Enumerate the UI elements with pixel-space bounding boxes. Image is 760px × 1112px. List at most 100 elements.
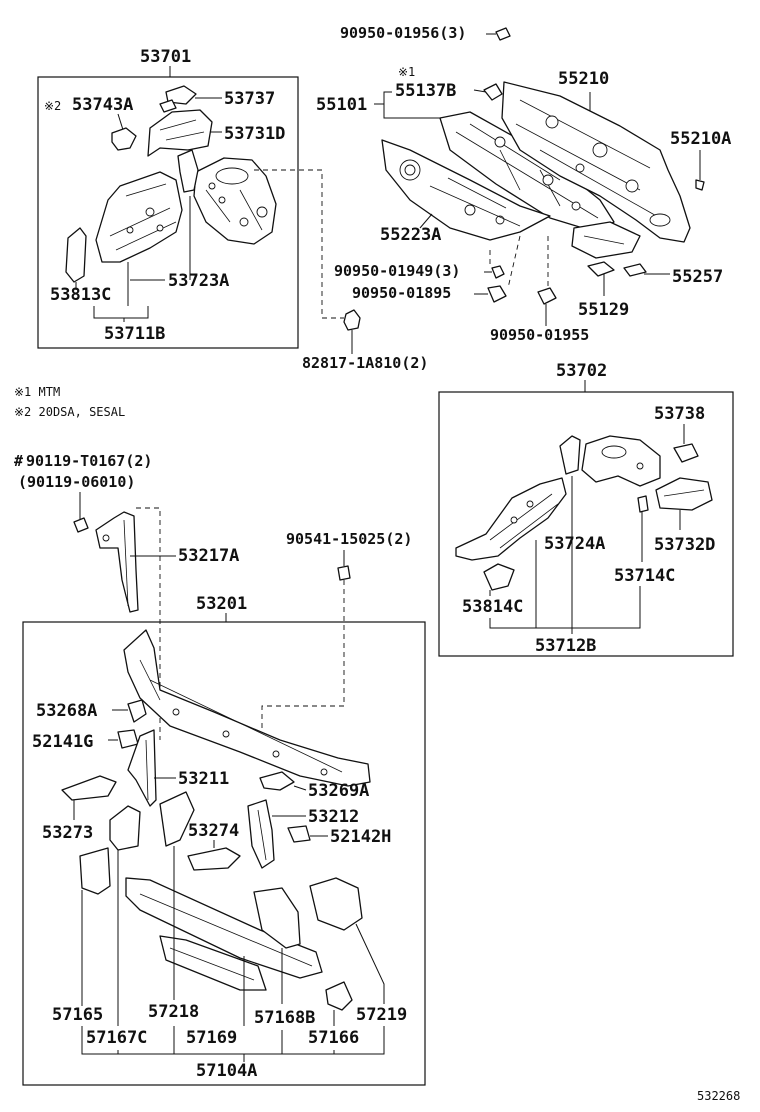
part-53738 <box>673 443 699 463</box>
part-53274-bracket <box>159 791 195 847</box>
part-53273-side <box>109 805 141 851</box>
label-55257: 55257 <box>672 267 723 287</box>
group-53217A: # 90119-T0167(2) (90119-06010) 53217A <box>14 452 239 740</box>
note-20dsa-sesal: ※2 20DSA, SESAL <box>14 405 125 419</box>
part-53212 <box>247 799 275 869</box>
note-mtm: ※1 MTM <box>14 385 60 399</box>
label-53211: 53211 <box>178 769 229 789</box>
label-57167C: 57167C <box>86 1028 147 1048</box>
label-53217A: 53217A <box>178 546 239 566</box>
part-53714C <box>637 495 649 513</box>
label-53724A: 53724A <box>544 534 605 554</box>
part-57219 <box>309 877 363 931</box>
group-frame-53701 <box>37 76 299 349</box>
label-52142H: 52142H <box>330 827 391 847</box>
part-53724A-bracket <box>559 435 581 475</box>
label-53814C: 53814C <box>462 597 523 617</box>
group-frame-53702 <box>438 391 734 657</box>
label-53268A: 53268A <box>36 701 97 721</box>
label-90950-01955: 90950-01955 <box>490 326 589 344</box>
label-53723A: 53723A <box>168 271 229 291</box>
label-53737: 53737 <box>224 89 275 109</box>
group-53702: 53702 53738 53724A 53732D 53714C 53814C … <box>455 361 715 656</box>
part-53737 <box>165 85 197 105</box>
part-52141G <box>117 729 139 749</box>
part-90950-01955 <box>537 287 557 305</box>
part-53211 <box>127 729 157 807</box>
label-90119-06010: (90119-06010) <box>18 473 135 491</box>
part-53737-clip <box>159 99 177 113</box>
part-90541-15025 <box>337 565 351 581</box>
part-53201-upper <box>123 629 371 787</box>
label-53714C: 53714C <box>614 566 675 586</box>
part-53814C <box>483 563 515 591</box>
label-53269A: 53269A <box>308 781 369 801</box>
part-53731D <box>147 109 213 157</box>
part-90950-01895 <box>487 285 507 303</box>
label-90950-01949: 90950-01949(3) <box>334 262 460 280</box>
part-52142H <box>287 825 311 843</box>
mark-2: ※2 <box>44 99 61 113</box>
label-90119-T0167: 90119-T0167(2) <box>26 452 152 470</box>
label-bolt-hash: # <box>14 452 23 470</box>
label-90950-01956: 90950-01956(3) <box>340 24 466 42</box>
label-53732D: 53732D <box>654 535 715 555</box>
label-82817-1A810: 82817-1A810(2) <box>302 354 428 372</box>
part-53273 <box>61 775 117 801</box>
label-53702: 53702 <box>556 361 607 381</box>
part-53217A <box>95 511 139 613</box>
label-57166: 57166 <box>308 1028 359 1048</box>
label-90541-15025: 90541-15025(2) <box>286 530 412 548</box>
label-57169: 57169 <box>186 1028 237 1048</box>
label-57219: 57219 <box>356 1005 407 1025</box>
part-57165 <box>79 847 111 895</box>
label-55223A: 55223A <box>380 225 441 245</box>
label-57165: 57165 <box>52 1005 103 1025</box>
part-53711B <box>95 171 183 263</box>
part-55257 <box>623 263 647 277</box>
part-90950-01956-plug <box>495 27 511 41</box>
group-53201: 53201 53268A 52141G 53211 53269A 53273 5… <box>32 594 407 1081</box>
part-53269A <box>259 771 295 791</box>
label-52141G: 52141G <box>32 732 93 752</box>
part-57168B <box>253 887 301 949</box>
group-dash-panel: 90950-01956(3) ※1 55137B 55101 55210 552… <box>254 24 731 372</box>
part-55129-pad <box>587 261 615 277</box>
part-53743A <box>111 127 137 151</box>
label-55210A: 55210A <box>670 129 731 149</box>
part-53268A <box>127 699 147 723</box>
label-55101: 55101 <box>316 95 367 115</box>
label-53813C: 53813C <box>50 285 111 305</box>
group-frame-53201 <box>22 621 426 1086</box>
part-53724A <box>581 435 661 487</box>
part-53723A <box>193 157 277 245</box>
label-53212: 53212 <box>308 807 359 827</box>
label-53711B: 53711B <box>104 324 165 344</box>
part-57104A <box>125 877 323 979</box>
part-53813C <box>65 227 87 283</box>
label-53712B: 53712B <box>535 636 596 656</box>
part-53723A-bracket <box>177 149 199 193</box>
label-53743A: 53743A <box>72 95 133 115</box>
part-90950-01949 <box>491 265 505 279</box>
part-55137B <box>483 83 503 101</box>
figure-id: 532268 <box>697 1089 740 1103</box>
label-57104A: 57104A <box>196 1061 257 1081</box>
label-53274: 53274 <box>188 821 239 841</box>
part-82817-1A810 <box>343 309 361 331</box>
part-55210A-clip <box>695 179 705 191</box>
label-55137B: 55137B <box>395 81 456 101</box>
part-53274 <box>187 847 241 871</box>
label-57218: 57218 <box>148 1002 199 1022</box>
part-55223A <box>381 139 551 241</box>
group-53701: 53701 ※2 53743A 53737 53731D 53813C <box>44 47 285 344</box>
label-53273: 53273 <box>42 823 93 843</box>
part-57166 <box>325 981 353 1011</box>
part-55101 <box>439 111 615 233</box>
part-bolt-90119 <box>73 517 89 533</box>
label-55210: 55210 <box>558 69 609 89</box>
label-53201: 53201 <box>196 594 247 614</box>
label-55129: 55129 <box>578 300 629 320</box>
mark-1: ※1 <box>398 65 415 79</box>
